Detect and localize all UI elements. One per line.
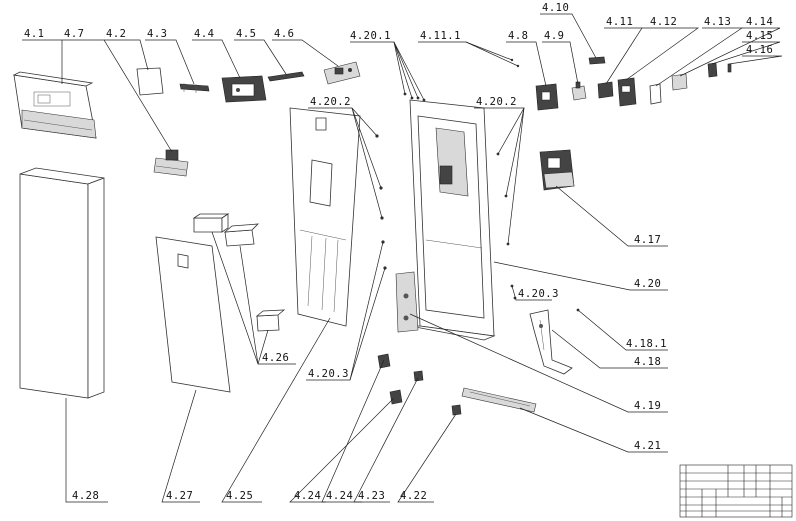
part-4-14-small-block bbox=[671, 73, 688, 91]
label-4-19: 4.19 bbox=[634, 400, 661, 412]
label-4-27: 4.27 bbox=[166, 490, 193, 502]
part-4-26-insulation-blocks bbox=[192, 213, 286, 332]
label-4-7: 4.7 bbox=[64, 28, 84, 40]
part-4-11-lock bbox=[597, 81, 614, 99]
label-4-20-2-left: 4.20.2 bbox=[310, 96, 351, 108]
label-4-17: 4.17 bbox=[634, 234, 661, 246]
part-4-7-bracket bbox=[153, 149, 189, 177]
part-4-22-clip bbox=[451, 404, 462, 416]
part-4-25-door-liner bbox=[289, 107, 361, 327]
part-4-24-bushing-a bbox=[377, 353, 391, 369]
part-4-10-clip bbox=[588, 56, 606, 65]
label-4-20-2-right: 4.20.2 bbox=[476, 96, 517, 108]
label-4-15: 4.15 bbox=[746, 30, 773, 42]
part-4-1-control-panel bbox=[12, 71, 97, 139]
title-block bbox=[679, 464, 793, 518]
label-4-20-1: 4.20.1 bbox=[350, 30, 391, 42]
label-4-3: 4.3 bbox=[147, 28, 167, 40]
label-4-1: 4.1 bbox=[24, 28, 44, 40]
label-4-21: 4.21 bbox=[634, 440, 661, 452]
label-4-18: 4.18 bbox=[634, 356, 661, 368]
part-labels: 4.1 4.7 4.2 4.3 4.4 4.5 4.6 4.20.1 4.11.… bbox=[24, 2, 773, 502]
label-4-9: 4.9 bbox=[544, 30, 564, 42]
label-4-22: 4.22 bbox=[400, 490, 427, 502]
label-4-20-3-left: 4.20.3 bbox=[308, 368, 349, 380]
part-4-18-hinge-bracket bbox=[529, 309, 573, 375]
leader-lines bbox=[22, 13, 783, 503]
label-4-20: 4.20 bbox=[634, 278, 661, 290]
label-4-8: 4.8 bbox=[508, 30, 528, 42]
label-4-25: 4.25 bbox=[226, 490, 253, 502]
part-4-15-sensor bbox=[707, 62, 718, 78]
label-4-14: 4.14 bbox=[746, 16, 773, 28]
label-4-28: 4.28 bbox=[72, 490, 99, 502]
label-4-23: 4.23 bbox=[358, 490, 385, 502]
part-4-17-door-lock-assembly bbox=[539, 149, 575, 191]
part-4-24-bushing-b bbox=[389, 389, 403, 405]
label-4-10: 4.10 bbox=[542, 2, 569, 14]
part-4-5-bar bbox=[267, 71, 305, 82]
part-4-12-latch bbox=[617, 77, 637, 107]
part-4-20-inner-door-frame bbox=[409, 99, 496, 341]
label-4-12: 4.12 bbox=[650, 16, 677, 28]
label-4-20-3-right: 4.20.3 bbox=[518, 288, 559, 300]
label-4-11-1: 4.11.1 bbox=[420, 30, 461, 42]
part-4-28-front-door-panel bbox=[19, 167, 105, 399]
part-4-16-pin bbox=[727, 63, 732, 73]
part-4-6-pcb bbox=[323, 61, 361, 85]
label-4-6: 4.6 bbox=[274, 28, 294, 40]
label-4-2: 4.2 bbox=[106, 28, 126, 40]
label-4-4: 4.4 bbox=[194, 28, 214, 40]
label-4-13: 4.13 bbox=[704, 16, 731, 28]
label-4-24-a: 4.24 bbox=[294, 490, 321, 502]
part-4-4-display-module bbox=[221, 75, 267, 103]
part-4-21-rail bbox=[461, 387, 537, 413]
label-4-26: 4.26 bbox=[262, 352, 289, 364]
label-4-16: 4.16 bbox=[746, 44, 773, 56]
part-4-23-clip bbox=[413, 370, 424, 382]
label-4-11: 4.11 bbox=[606, 16, 633, 28]
label-4-5: 4.5 bbox=[236, 28, 256, 40]
part-4-9-switch bbox=[571, 81, 587, 101]
part-4-8-module bbox=[535, 83, 559, 111]
part-hinge-left bbox=[395, 271, 419, 333]
part-4-3-rail bbox=[179, 83, 210, 93]
label-4-24-b: 4.24 bbox=[326, 490, 353, 502]
part-4-2-plate bbox=[136, 67, 164, 96]
part-4-27-inner-panel bbox=[155, 236, 231, 393]
part-4-13-flap bbox=[649, 83, 662, 105]
label-4-18-1: 4.18.1 bbox=[626, 338, 667, 350]
